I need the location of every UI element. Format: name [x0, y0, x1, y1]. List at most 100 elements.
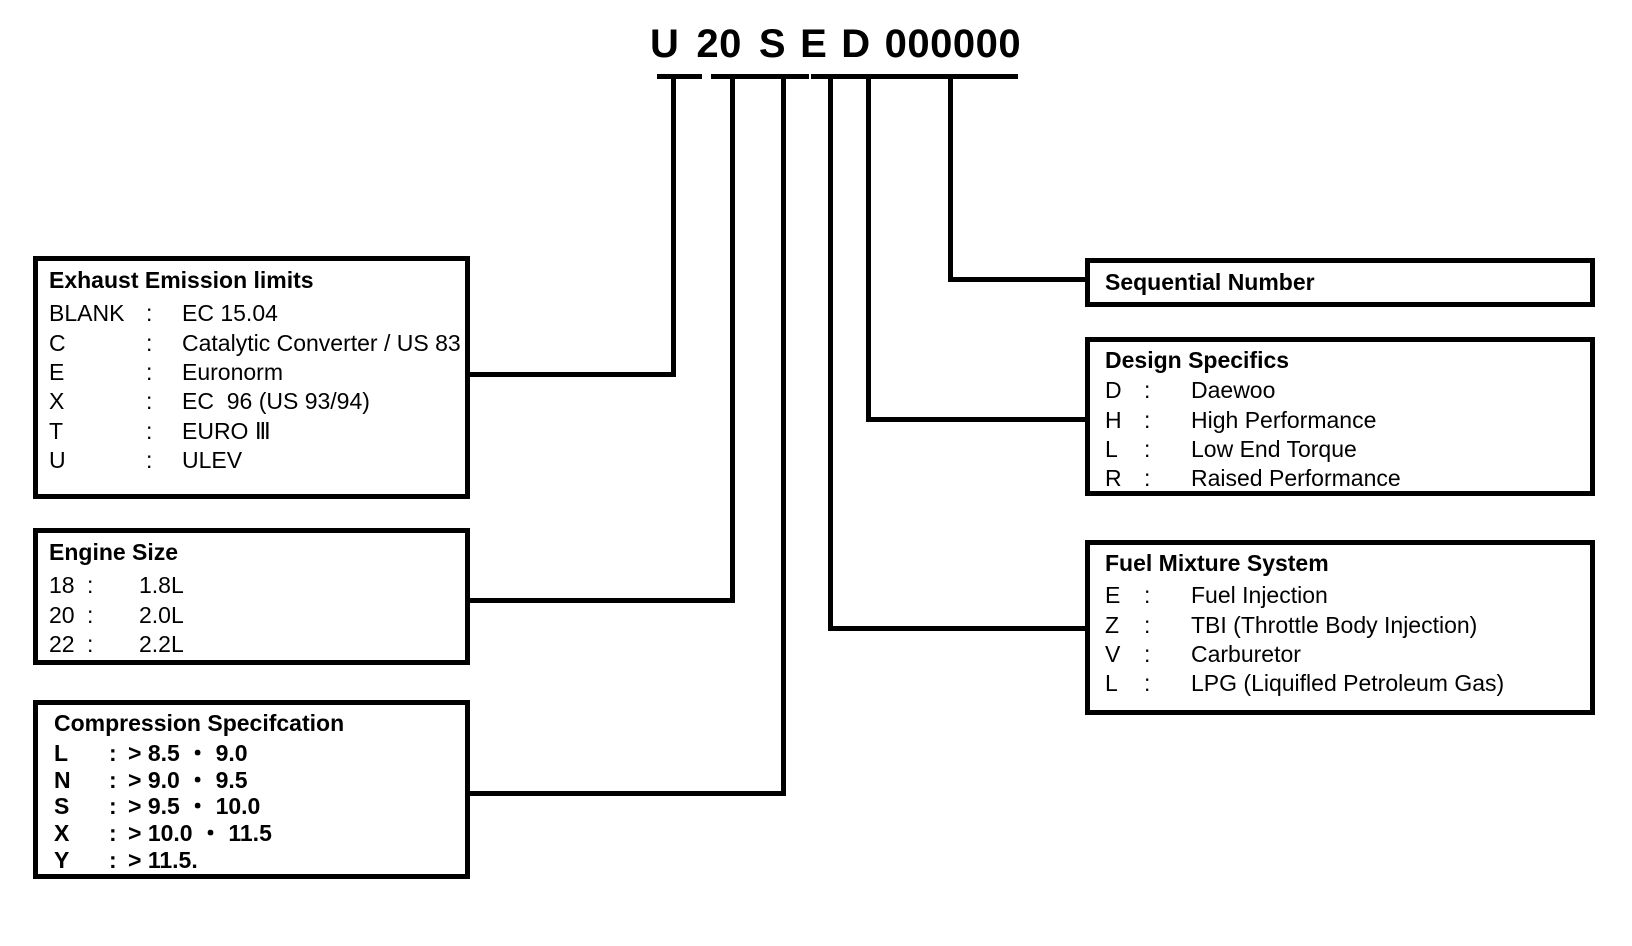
code-char-emission: U: [650, 22, 680, 66]
rows-exhaust: BLANK : EC 15.04 C : Catalytic Converter…: [49, 299, 465, 476]
underline-bar-emission: [657, 74, 702, 79]
row-key: L: [1105, 436, 1118, 463]
row-key: L: [1105, 670, 1118, 697]
row-fuel-v: V : Carburetor: [1105, 640, 1590, 669]
row-fuel-e: E : Fuel Injection: [1105, 581, 1590, 610]
row-key: BLANK: [49, 300, 125, 327]
row-key: X: [49, 388, 65, 415]
underline-bar-design: [849, 74, 894, 79]
code-char-design: D: [841, 22, 871, 66]
connector-fuel-vertical: [828, 74, 833, 631]
rows-design: D : Daewoo H : High Performance L : Low …: [1105, 376, 1590, 494]
row-fuel-z: Z : TBI (Throttle Body Injection): [1105, 611, 1590, 640]
row-colon: :: [146, 388, 153, 415]
row-colon: :: [1144, 406, 1151, 433]
row-key: R: [1105, 465, 1122, 492]
row-design-h: H : High Performance: [1105, 406, 1590, 435]
row-key: H: [1105, 406, 1122, 433]
connector-emission-vertical: [671, 74, 676, 377]
rows-fuel: E : Fuel Injection Z : TBI (Throttle Bod…: [1105, 581, 1590, 699]
row-design-d: D : Daewoo: [1105, 376, 1590, 405]
box-title-compression: Compression Specifcation: [54, 710, 345, 736]
box-exhaust-emission-limits: Exhaust Emission limits BLANK : EC 15.04…: [33, 256, 470, 499]
row-value: High Performance: [1191, 406, 1377, 433]
row-key: 22: [49, 631, 75, 658]
row-engine-20: 20 : 2.0L: [49, 601, 465, 630]
row-compression-n: N : > 9.0 ・ 9.5: [54, 767, 465, 794]
row-design-r: R : Raised Performance: [1105, 464, 1590, 493]
code-char-fuel-mixture: E: [800, 22, 828, 66]
row-colon: :: [109, 766, 117, 793]
row-key: C: [49, 329, 66, 356]
connector-engine-vertical: [730, 74, 735, 603]
box-title-fuel: Fuel Mixture System: [1105, 550, 1329, 576]
row-colon: :: [1144, 582, 1151, 609]
row-exhaust-u: U : ULEV: [49, 446, 465, 475]
row-fuel-l: L : LPG (Liquifled Petroleum Gas): [1105, 669, 1590, 698]
row-value: TBI (Throttle Body Injection): [1191, 611, 1478, 638]
row-colon: :: [87, 631, 94, 658]
row-exhaust-e: E : Euronorm: [49, 358, 465, 387]
row-compression-s: S : > 9.5 ・ 10.0: [54, 793, 465, 820]
row-exhaust-t: T : EURO Ⅲ: [49, 417, 465, 446]
engine-code-string: U 20 S E D 000000: [650, 24, 1021, 68]
row-key: 20: [49, 601, 75, 628]
connector-design-horizontal: [866, 417, 1090, 422]
code-char-engine-size: 20: [696, 22, 742, 66]
connector-emission-horizontal: [470, 372, 676, 377]
row-value: LPG (Liquifled Petroleum Gas): [1191, 670, 1505, 697]
underline-bar-sequential: [890, 74, 1018, 79]
rows-engine: 18 : 1.8L 20 : 2.0L 22 : 2.2L: [49, 571, 465, 659]
row-value: > 10.0 ・ 11.5: [128, 820, 272, 847]
connector-compression-vertical: [781, 74, 786, 796]
row-colon: :: [109, 820, 117, 847]
row-value: 2.0L: [139, 601, 184, 628]
row-colon: :: [87, 572, 94, 599]
row-key: E: [1105, 582, 1121, 609]
box-compression-specification: Compression Specifcation L : > 8.5 ・ 9.0…: [33, 700, 470, 879]
row-key: N: [54, 766, 71, 793]
row-key: Z: [1105, 611, 1120, 638]
row-value: EC 15.04: [182, 300, 278, 327]
connector-sequential-vertical: [948, 74, 953, 282]
box-title-design: Design Specifics: [1105, 347, 1290, 373]
row-value: 2.2L: [139, 631, 184, 658]
row-exhaust-x: X : EC 96 (US 93/94): [49, 387, 465, 416]
row-key: Y: [54, 846, 70, 873]
box-sequential-number: Sequential Number: [1085, 258, 1595, 307]
row-colon: :: [146, 417, 153, 444]
row-value: > 11.5.: [128, 846, 198, 873]
row-exhaust-c: C : Catalytic Converter / US 83: [49, 329, 465, 358]
row-value: EURO Ⅲ: [182, 417, 271, 444]
row-colon: :: [87, 601, 94, 628]
row-value: 1.8L: [139, 572, 184, 599]
row-key: 18: [49, 572, 75, 599]
connector-design-vertical: [866, 74, 871, 422]
row-value: Raised Performance: [1191, 465, 1401, 492]
row-value: Carburetor: [1191, 641, 1301, 668]
row-value: > 9.0 ・ 9.5: [128, 766, 248, 793]
row-key: L: [54, 740, 69, 767]
connector-fuel-horizontal: [828, 626, 1090, 631]
row-key: D: [1105, 377, 1122, 404]
row-colon: :: [1144, 611, 1151, 638]
row-key: E: [49, 359, 65, 386]
row-colon: :: [109, 846, 117, 873]
row-colon: :: [146, 359, 153, 386]
row-colon: :: [146, 447, 153, 474]
row-colon: :: [1144, 436, 1151, 463]
row-colon: :: [1144, 670, 1151, 697]
box-design-specifics: Design Specifics D : Daewoo H : High Per…: [1085, 337, 1595, 496]
row-colon: :: [146, 329, 153, 356]
underline-bar-engine-size: [711, 74, 773, 79]
row-compression-y: Y : > 11.5.: [54, 847, 465, 874]
row-key: U: [49, 447, 66, 474]
connector-engine-horizontal: [470, 598, 735, 603]
row-value: Daewoo: [1191, 377, 1276, 404]
row-value: ULEV: [182, 447, 243, 474]
box-engine-size: Engine Size 18 : 1.8L 20 : 2.0L 22 : 2.2…: [33, 528, 470, 665]
row-key: V: [1105, 641, 1121, 668]
row-colon: :: [1144, 377, 1151, 404]
row-key: S: [54, 793, 70, 820]
row-value: Euronorm: [182, 359, 283, 386]
